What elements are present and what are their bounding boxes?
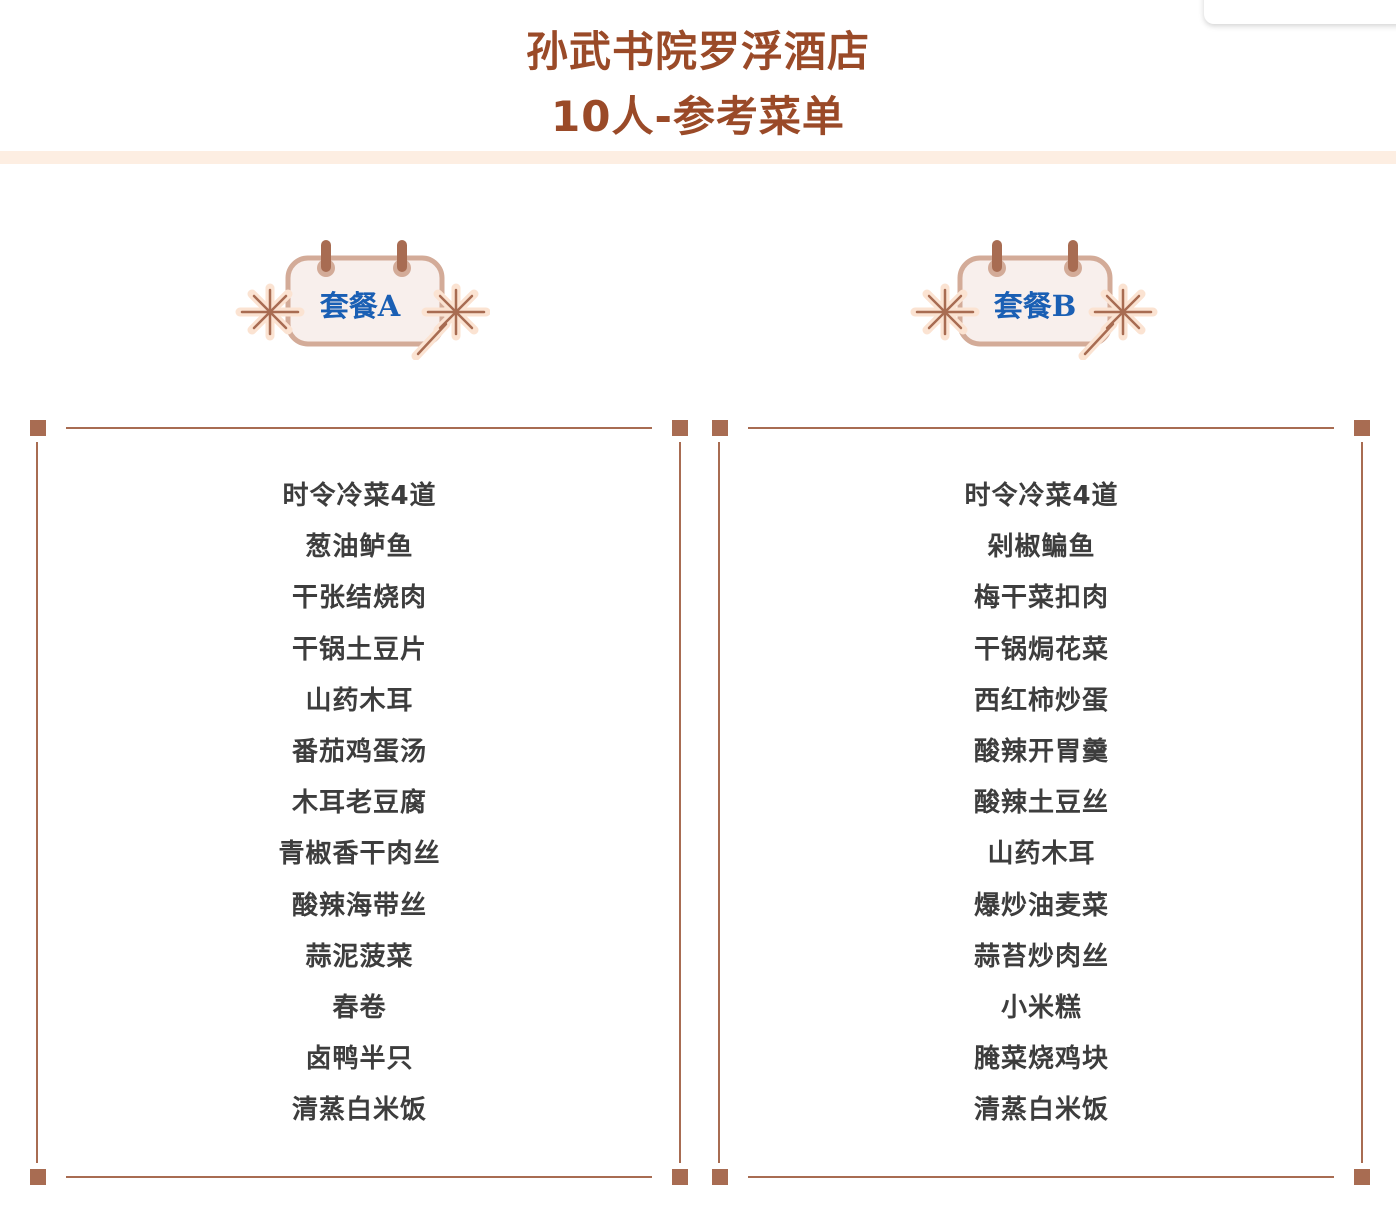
dish-item: 酸辣海带丝 — [291, 890, 427, 921]
dish-item: 小米糕 — [1000, 992, 1082, 1023]
dish-item: 酸辣土豆丝 — [973, 788, 1109, 819]
dish-item: 山药木耳 — [305, 685, 414, 716]
package-b-label: 套餐B — [993, 289, 1077, 323]
dish-item: 葱油鲈鱼 — [305, 532, 414, 563]
frame-bottom-line — [66, 1176, 652, 1178]
calendar-badge-icon — [910, 240, 1158, 360]
package-b-dish-list: 时令冷菜4道 剁椒鳊鱼 梅干菜扣肉 干锅焗花菜 西红柿炒蛋 酸辣开胃羹 酸辣土豆… — [712, 478, 1371, 1143]
page-title: 孙武书院罗浮酒店 — [525, 27, 870, 76]
dish-item: 时令冷菜4道 — [282, 481, 437, 511]
dish-item: 西红柿炒蛋 — [973, 685, 1109, 716]
dish-item: 番茄鸡蛋汤 — [291, 736, 427, 767]
frame-right-line — [679, 442, 681, 1163]
dish-item: 爆炒油麦菜 — [973, 890, 1109, 921]
dish-item: 青椒香干肉丝 — [278, 839, 441, 870]
dish-item: 时令冷菜4道 — [964, 481, 1119, 511]
package-b-menu-panel: 时令冷菜4道 剁椒鳊鱼 梅干菜扣肉 干锅焗花菜 西红柿炒蛋 酸辣开胃羹 酸辣土豆… — [712, 420, 1371, 1186]
frame-corner — [672, 420, 688, 436]
frame-bottom-line — [748, 1176, 1334, 1178]
frame-corner — [30, 420, 46, 436]
package-a-badge: 套餐A — [230, 236, 490, 360]
package-a-dish-list: 时令冷菜4道 葱油鲈鱼 干张结烧肉 干锅土豆片 山药木耳 番茄鸡蛋汤 木耳老豆腐… — [30, 478, 689, 1143]
frame-right-line — [1361, 442, 1363, 1163]
calendar-badge-icon — [235, 240, 490, 360]
header-divider-band — [0, 151, 1396, 164]
frame-corner — [712, 420, 728, 436]
dish-item: 蒜泥菠菜 — [305, 941, 414, 972]
frame-top-line — [748, 427, 1334, 429]
floating-popup-edge — [1204, 0, 1396, 24]
frame-corner — [672, 1169, 688, 1185]
frame-top-line — [66, 427, 652, 429]
frame-corner — [1354, 420, 1370, 436]
dish-item: 清蒸白米饭 — [291, 1095, 427, 1126]
dish-item: 干张结烧肉 — [291, 583, 427, 614]
dish-item: 蒜苔炒肉丝 — [973, 941, 1109, 972]
dish-item: 干锅焗花菜 — [973, 634, 1109, 665]
frame-corner — [30, 1169, 46, 1185]
frame-corner — [1354, 1169, 1370, 1185]
package-b-badge: 套餐B — [905, 236, 1165, 360]
package-a-label: 套餐A — [319, 289, 401, 323]
dish-item: 梅干菜扣肉 — [973, 583, 1109, 614]
dish-item: 清蒸白米饭 — [973, 1095, 1109, 1126]
dish-item: 腌菜烧鸡块 — [973, 1044, 1109, 1075]
dish-item: 酸辣开胃羹 — [973, 736, 1109, 767]
package-a-menu-panel: 时令冷菜4道 葱油鲈鱼 干张结烧肉 干锅土豆片 山药木耳 番茄鸡蛋汤 木耳老豆腐… — [30, 420, 689, 1186]
dish-item: 山药木耳 — [987, 839, 1096, 870]
dish-item: 剁椒鳊鱼 — [987, 532, 1096, 563]
dish-item: 干锅土豆片 — [291, 634, 427, 665]
dish-item: 春卷 — [332, 992, 387, 1023]
page-subtitle: 10人-参考菜单 — [551, 92, 845, 141]
frame-left-line — [718, 442, 720, 1163]
frame-left-line — [36, 442, 38, 1163]
dish-item: 卤鸭半只 — [305, 1044, 414, 1075]
frame-corner — [712, 1169, 728, 1185]
dish-item: 木耳老豆腐 — [291, 788, 427, 819]
